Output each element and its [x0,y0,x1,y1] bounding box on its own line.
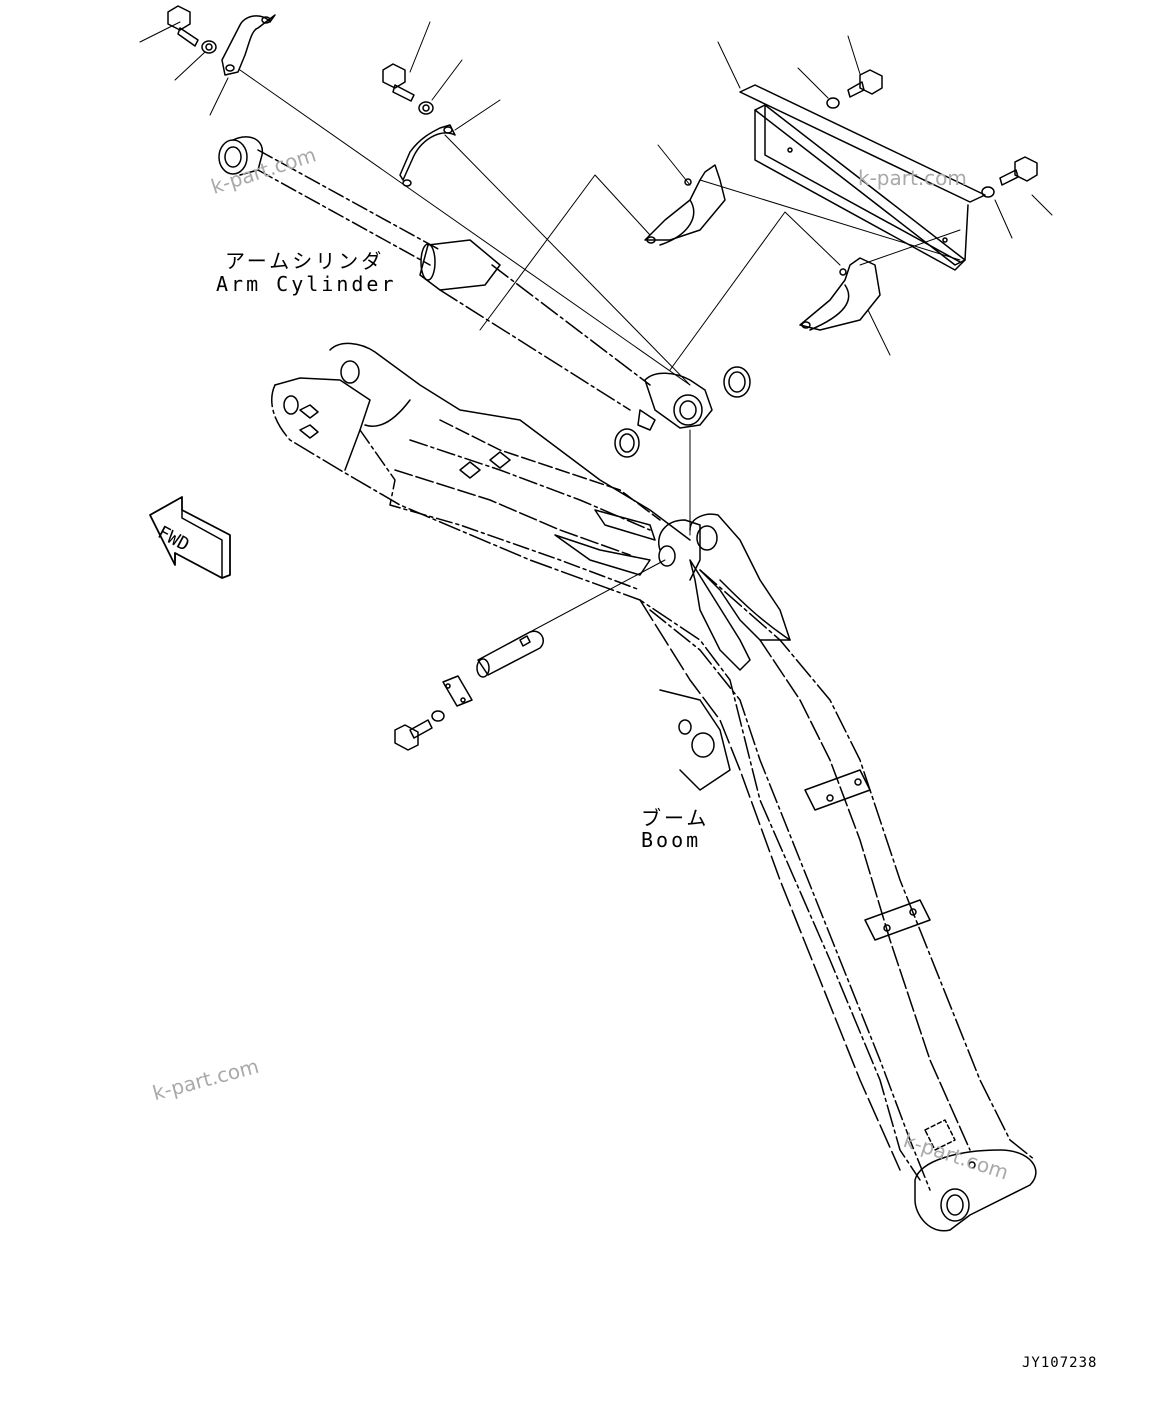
boom-label-en: Boom [641,828,702,852]
arm-cylinder [218,136,751,536]
drawing-code: JY107238 [1022,1355,1098,1371]
foot-pin-assembly [394,559,666,751]
boom-label-jp: ブーム [641,806,710,830]
watermark: k-part.com [858,166,967,190]
boom [271,342,1037,1232]
fwd-arrow-icon [149,496,231,579]
arm-cylinder-label-jp: アームシリンダ [225,249,385,273]
arm-cylinder-label-en: Arm Cylinder [216,272,397,296]
hose-bracket-right [479,35,1053,371]
hose-clamps-left [139,5,691,386]
